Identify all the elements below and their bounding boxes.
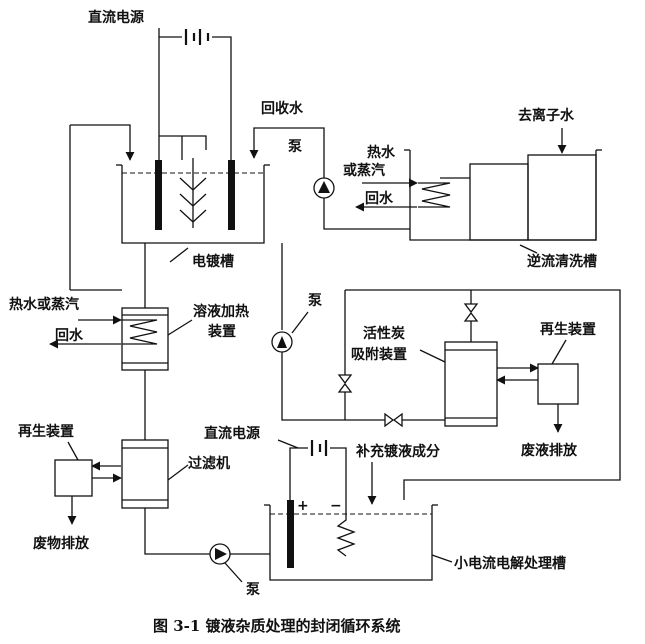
pump-top: 泵: [288, 139, 410, 230]
filter-unit: 过滤机: [91, 439, 230, 555]
rinse-compartment-right: [527, 154, 597, 241]
dc-lead-left: [158, 28, 182, 38]
dc-power-supply-top: 直流电源: [88, 9, 232, 160]
hot-water-left-label: 热水或蒸汽: [9, 296, 79, 313]
heater-box: [121, 307, 169, 371]
solution-heater: 热水或蒸汽 回水 溶液加热 装置: [9, 296, 249, 371]
pump-bottom: 泵: [209, 543, 270, 598]
recycled-water-label: 回收水: [261, 100, 304, 117]
counterflow-rinse-tank: 热水 或蒸汽 回水 去离子水 逆流清洗槽: [343, 107, 602, 270]
regeneration-left-label: 再生装置: [18, 423, 74, 440]
minus-sign: −: [330, 498, 342, 514]
pump-mid: 泵: [271, 243, 445, 421]
dc-power-supply-bottom: 直流电源 补充镀液成分: [204, 425, 440, 505]
left-loop-line-top: [69, 125, 122, 291]
plus-sign: +: [297, 498, 309, 514]
replenish-label: 补充镀液成分: [355, 443, 440, 460]
rinse-tank-label: 逆流清洗槽: [527, 253, 597, 270]
plating-tank-label: 电镀槽: [192, 253, 234, 270]
carbon-column: [444, 341, 498, 427]
valve-horizontal: [384, 412, 403, 428]
pump-bottom-triangle: [215, 548, 227, 560]
filter-box: [121, 439, 169, 509]
electrolysis-cathode-coil: [336, 500, 356, 557]
heater-label-line2: 装置: [207, 323, 236, 340]
electrolysis-tank-label: 小电流电解处理槽: [454, 555, 566, 572]
heater-coil: [122, 319, 158, 345]
plating-tank: 电镀槽: [116, 158, 270, 270]
return-water-left-label: 回水: [55, 327, 84, 344]
figure-caption: 图 3-1 镀液杂质处理的封闭循环系统: [153, 617, 401, 635]
return-water-top-label: 回水: [365, 190, 394, 207]
carbon-label-line2: 吸附装置: [351, 346, 407, 363]
electrolysis-tank-body: [269, 505, 433, 581]
anode-bus: [159, 135, 207, 150]
regeneration-right-label: 再生装置: [540, 321, 596, 338]
cathode-parts: [179, 177, 207, 223]
regeneration-left-box: [54, 459, 93, 497]
plating-tank-body: [121, 165, 265, 244]
or-steam-label: 或蒸汽: [343, 162, 385, 179]
recycled-water-line: 回收水: [249, 100, 325, 178]
return-loop: [345, 289, 621, 500]
dc-power-top-label: 直流电源: [88, 9, 144, 26]
deionized-water-label: 去离子水: [518, 107, 575, 124]
electrolysis-tank: + − 小电流电解处理槽: [264, 498, 566, 581]
carbon-label-line1: 活性炭: [363, 325, 405, 342]
rinse-heating-coil: [418, 182, 451, 208]
regeneration-device-right: 再生装置 废液排放: [521, 321, 596, 459]
filter-label: 过滤机: [188, 455, 230, 472]
pump-bottom-label: 泵: [246, 582, 260, 598]
dc-lead-right: [212, 36, 232, 160]
anode-left: [155, 160, 162, 230]
valve-bypass: [337, 374, 353, 393]
heater-label-line1: 溶液加热: [193, 303, 249, 320]
waste-discharge-label: 废物排放: [33, 535, 90, 552]
pump-mid-label: 泵: [308, 293, 322, 309]
pump-top-label: 泵: [288, 139, 302, 155]
rinse-compartment-middle: [469, 163, 529, 241]
hot-water-top-label: 热水: [367, 144, 396, 161]
dc-power-bottom-label: 直流电源: [204, 425, 260, 442]
valve-top: [463, 303, 479, 314]
flow-into-plating-tank: [70, 124, 135, 161]
electrolysis-anode: [287, 500, 294, 568]
waste-liquid-label: 废液排放: [521, 442, 578, 459]
pump-mid-triangle: [277, 336, 287, 348]
anode-right: [228, 160, 235, 230]
regeneration-device-left: 再生装置 废物排放: [18, 423, 93, 552]
activated-carbon-adsorber: 活性炭 吸附装置: [351, 290, 539, 427]
pump-top-triangle: [318, 181, 330, 193]
regeneration-right-box: [537, 363, 579, 405]
